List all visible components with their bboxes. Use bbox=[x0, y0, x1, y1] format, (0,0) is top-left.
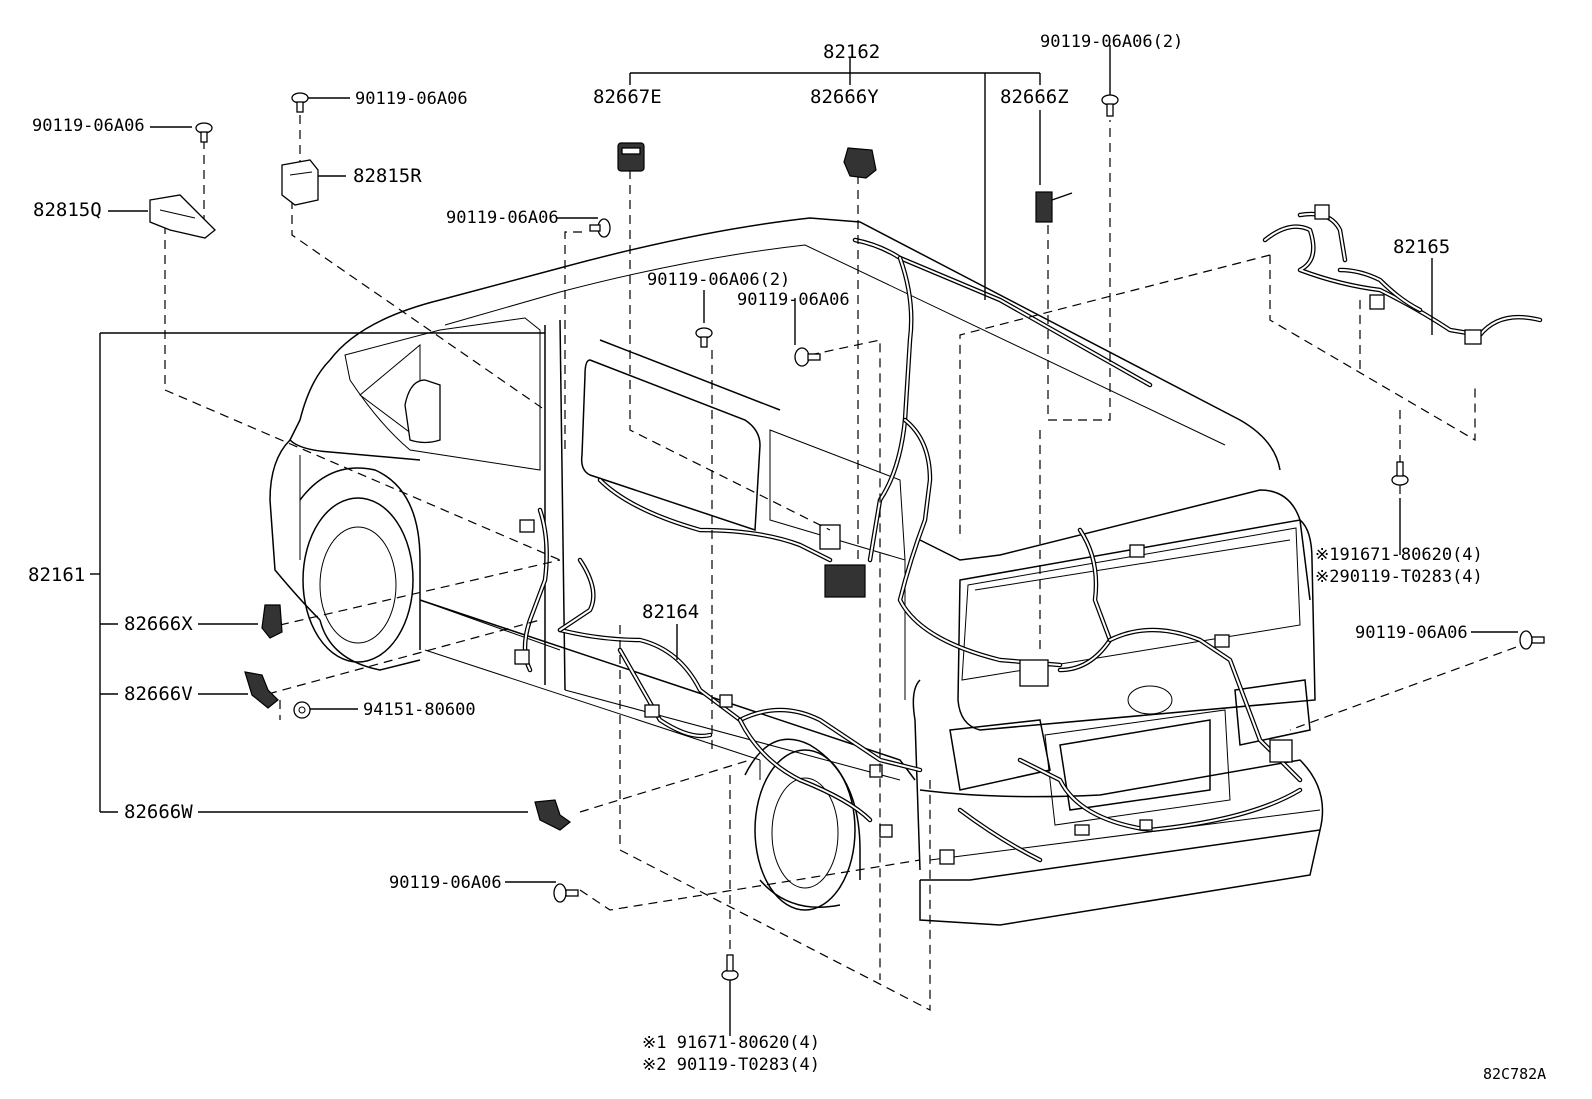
wire-harness-routing bbox=[522, 211, 1543, 863]
label-bolt-center-3: 90119-06A06 bbox=[737, 290, 850, 310]
clip-icon bbox=[293, 701, 311, 719]
bolt-icon bbox=[695, 327, 713, 348]
bolt-icon bbox=[195, 122, 213, 143]
bolt-icon bbox=[1519, 630, 1545, 650]
label-note-bottom-2: ※2 90119-T0283(4) bbox=[642, 1055, 820, 1075]
bolt-icon bbox=[291, 92, 309, 113]
label-82666W: 82666W bbox=[124, 801, 193, 823]
leader-lines bbox=[90, 45, 1531, 1036]
label-82667E: 82667E bbox=[593, 86, 662, 108]
bolt-icon bbox=[794, 347, 821, 367]
label-82815Q: 82815Q bbox=[33, 199, 102, 221]
label-bolt-left-2: 90119-06A06 bbox=[355, 89, 468, 109]
label-82161: 82161 bbox=[28, 564, 85, 586]
bracket-82815Q-icon bbox=[149, 194, 216, 239]
bolt-icon bbox=[721, 954, 739, 981]
label-82666Y: 82666Y bbox=[810, 86, 879, 108]
connector-82667E-icon bbox=[617, 142, 645, 172]
connector-82666X-icon bbox=[261, 604, 283, 639]
harness-connectors bbox=[514, 204, 1482, 865]
bracket-82815R-icon bbox=[281, 159, 319, 206]
connector-82666Z-icon bbox=[1035, 191, 1073, 223]
label-82815R: 82815R bbox=[353, 165, 422, 187]
bolt-icon bbox=[589, 218, 611, 238]
label-bolt-center-1: 90119-06A06 bbox=[446, 208, 559, 228]
connector-82666W-icon bbox=[534, 799, 572, 831]
part-labels: 82162 82667E 82666Y 82666Z 90119-06A06(2… bbox=[28, 32, 1546, 1083]
label-82666V: 82666V bbox=[124, 683, 193, 705]
label-94151-80600: 94151-80600 bbox=[363, 700, 476, 720]
part-icons bbox=[149, 92, 1545, 981]
label-bolt-left-1: 90119-06A06 bbox=[32, 116, 145, 136]
label-82666X: 82666X bbox=[124, 613, 193, 635]
label-82666Z: 82666Z bbox=[1000, 86, 1069, 108]
label-82164: 82164 bbox=[642, 601, 699, 623]
label-note-bottom-1: ※1 91671-80620(4) bbox=[642, 1033, 820, 1053]
label-82165: 82165 bbox=[1393, 236, 1450, 258]
label-note-right-1: ※191671-80620(4) bbox=[1315, 545, 1483, 565]
bolt-icon bbox=[1101, 94, 1119, 117]
label-bolt-right: 90119-06A06 bbox=[1355, 623, 1468, 643]
connector-82666Y-icon bbox=[843, 147, 877, 179]
label-note-right-2: ※290119-T0283(4) bbox=[1315, 567, 1483, 587]
label-bolt-center-2: 90119-06A06(2) bbox=[647, 270, 790, 290]
label-82162: 82162 bbox=[823, 41, 880, 63]
diagram-code: 82C782A bbox=[1483, 1065, 1546, 1083]
label-bolt-lower-left: 90119-06A06 bbox=[389, 873, 502, 893]
bolt-icon bbox=[553, 883, 579, 903]
connector-82666V-icon bbox=[244, 671, 279, 709]
bolt-icon bbox=[1391, 461, 1409, 486]
label-bolt-top-right: 90119-06A06(2) bbox=[1040, 32, 1183, 52]
vehicle-body bbox=[269, 217, 1324, 926]
